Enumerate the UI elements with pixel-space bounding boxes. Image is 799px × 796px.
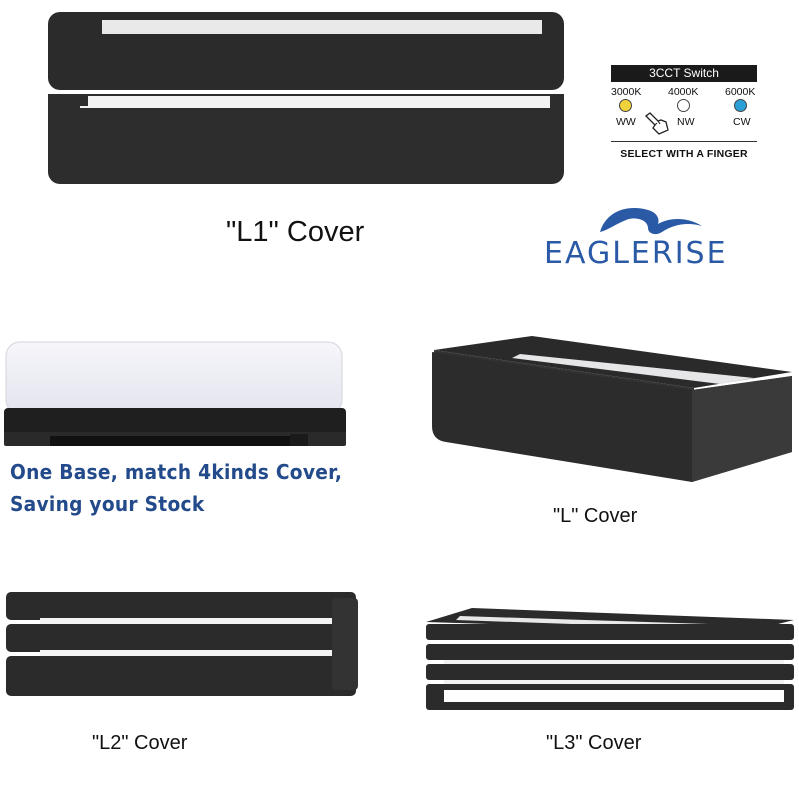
- cct-option-code: CW: [733, 116, 751, 128]
- l2-cover-caption: "L2" Cover: [92, 732, 188, 754]
- cct-option-kelvin: 4000K: [668, 86, 699, 98]
- cct-option-kelvin: 3000K: [611, 86, 642, 98]
- l-cover-image: [424, 332, 796, 498]
- l2-cover-image: [0, 588, 365, 708]
- neutral-white-indicator-icon: [677, 99, 690, 112]
- promo-line-1: One Base, match 4kinds Cover,: [10, 460, 343, 484]
- eagle-logo-icon: [596, 202, 706, 242]
- cct-switch-title: 3CCT Switch: [611, 65, 757, 82]
- finger-icon: [643, 112, 671, 136]
- cct-option-code: WW: [616, 116, 636, 128]
- l3-cover-caption: "L3" Cover: [546, 732, 642, 754]
- warm-white-indicator-icon: [619, 99, 632, 112]
- promo-line-2: Saving your Stock: [10, 492, 205, 516]
- l1-cover-caption: "L1" Cover: [226, 216, 365, 248]
- base-image: [0, 336, 352, 452]
- cct-option-code: NW: [677, 116, 695, 128]
- cct-option-kelvin: 6000K: [725, 86, 756, 98]
- l1-cover-image: [40, 10, 570, 185]
- l-cover-caption: "L" Cover: [553, 505, 638, 527]
- l3-cover-image: [420, 606, 798, 718]
- cct-instruction: SELECT WITH A FINGER: [620, 148, 748, 160]
- cool-white-indicator-icon: [734, 99, 747, 112]
- cct-divider: [611, 141, 757, 142]
- brand-logo-text: EAGLERISE: [544, 236, 728, 271]
